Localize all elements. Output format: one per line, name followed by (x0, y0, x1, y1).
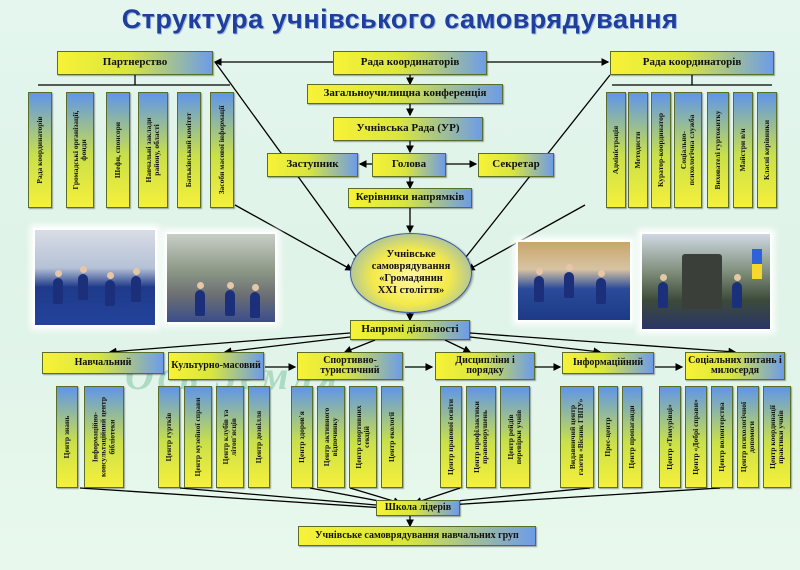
direction-item: Центр «Тимурівці» (659, 386, 681, 488)
leaders-school-label: Школа лідерів (384, 501, 452, 513)
direction-item: Центр музейної справи (184, 386, 212, 488)
council-right-box: Рада координаторів (610, 51, 774, 75)
partnership-item: Рада координаторів (28, 92, 52, 208)
center-line-3: «Громадянин (379, 273, 443, 284)
council-item: Куратор-координатор (651, 92, 671, 208)
partnership-label: Партнерство (102, 56, 168, 69)
student-council-box: Учнівська Рада (УР) (333, 117, 483, 141)
direction-item: Центр активного відпочинку (317, 386, 345, 488)
secretary-label: Секретар (492, 158, 540, 171)
direction-item: Центр здоров'я (291, 386, 313, 488)
direction-item: Центр спортивних секцій (349, 386, 377, 488)
leaders-label: Керівники напрямків (355, 191, 465, 204)
conference-label: Загальноучилищна конференція (323, 87, 487, 100)
partnership-item: Навчальні заклади району, області (138, 92, 168, 208)
leaders-school-box: Школа лідерів (376, 500, 460, 516)
photo-school-entrance (165, 232, 277, 324)
direction-box: Соціальних питань і милосердя (685, 352, 785, 380)
directions-label: Напрямі діяльності (361, 323, 459, 336)
direction-box: Культурно-масовий (168, 352, 264, 380)
council-item: Майстри в/н (733, 92, 753, 208)
direction-item: Видавничий центр газети «Вісник ГВПУ» (560, 386, 594, 488)
directions-box: Напрямі діяльності (350, 320, 470, 340)
partnership-item: Засоби масової інформації (210, 92, 234, 208)
head-label: Голова (391, 158, 427, 171)
council-center-label: Рада координаторів (360, 56, 460, 69)
deputy-label: Заступник (286, 158, 339, 171)
direction-item: Центр психологічної допомоги (737, 386, 759, 488)
direction-box: Навчальний (42, 352, 164, 374)
direction-item: Центр координації практики учнів (763, 386, 791, 488)
partnership-item: Шефи, спонсори (106, 92, 130, 208)
direction-item: Центр клубів та літоп'ясців (216, 386, 244, 488)
direction-box: Дисципліни і порядку (435, 352, 535, 380)
council-center-box: Рада координаторів (333, 51, 487, 75)
council-right-label: Рада координаторів (642, 56, 742, 69)
deputy-box: Заступник (267, 153, 358, 177)
direction-item: Центр рейдів перевірки учнів (500, 386, 530, 488)
direction-item: Центр дозвілля (248, 386, 270, 488)
direction-item: Інформаційно-консультаційний центр біблі… (84, 386, 124, 488)
partnership-box: Партнерство (57, 51, 213, 75)
council-item: Адміністрація (606, 92, 626, 208)
direction-item: Центр профілактики правопорушень (466, 386, 496, 488)
conference-box: Загальноучилищна конференція (307, 84, 503, 104)
council-item: Вихователі гуртожитку (707, 92, 729, 208)
photo-students-classroom (33, 228, 157, 327)
student-council-label: Учнівська Рада (УР) (356, 122, 460, 135)
center-line-4: XXI століття» (377, 285, 445, 297)
direction-item: Центр правової освіти (440, 386, 462, 488)
direction-item: Центр «Добрі справи» (685, 386, 707, 488)
direction-box: Інформаційний (562, 352, 654, 374)
partnership-item: Батьківський комітет (177, 92, 201, 208)
direction-item: Центр гуртків (158, 386, 180, 488)
head-box: Голова (372, 153, 446, 177)
center-ellipse: Учнівське самоврядування «Громадянин XXI… (350, 233, 472, 313)
direction-item: Центр знань (56, 386, 78, 488)
photo-memorial (640, 232, 772, 331)
council-item: Соціально-психологічна служба (674, 92, 702, 208)
direction-item: Центр екології (381, 386, 403, 488)
direction-item: Прес-центр (598, 386, 618, 488)
direction-item: Центр волонтерства (711, 386, 733, 488)
center-line-2: самоврядування (371, 260, 451, 272)
partnership-item: Громадські організації, фонди (66, 92, 94, 208)
direction-item: Центр пропаганди (622, 386, 642, 488)
council-item: Методисти (628, 92, 648, 208)
direction-box: Спортивно-туристичний (297, 352, 403, 380)
group-self-gov-label: Учнівське самоврядування навчальних груп (315, 529, 519, 541)
center-line-1: Учнівське (386, 248, 436, 260)
leaders-box: Керівники напрямків (348, 188, 472, 208)
photo-students-group (516, 240, 632, 322)
page-title: Структура учнівського самоврядування (121, 4, 679, 34)
group-self-gov-box: Учнівське самоврядування навчальних груп (298, 526, 536, 546)
council-item: Класні керівники (757, 92, 777, 208)
secretary-box: Секретар (478, 153, 554, 177)
